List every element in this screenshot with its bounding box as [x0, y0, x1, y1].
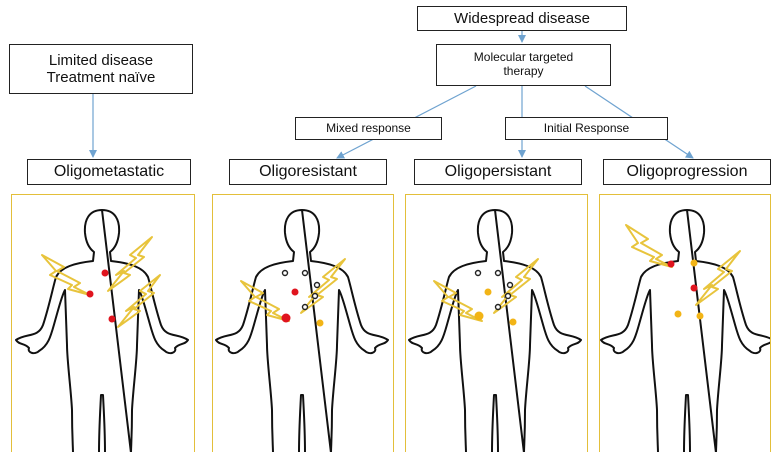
mixed-response-label: Mixed response — [326, 122, 411, 136]
human-body-outline-icon — [409, 210, 581, 452]
molecular-targeted-label: Molecular targeted — [474, 50, 573, 64]
category-oligopersistant: Oligopersistant — [414, 159, 582, 185]
lesion-dot-icon — [475, 271, 517, 326]
treatment-naive-label: Treatment naïve — [47, 69, 156, 86]
human-body-outline-icon — [16, 210, 188, 452]
lesion-dot-icon — [87, 270, 116, 323]
panel-oligometastatic — [11, 194, 195, 452]
initial-response-box: Initial Response — [505, 117, 668, 140]
human-body-outline-icon — [601, 210, 771, 452]
category-oligoresistant: Oligoresistant — [229, 159, 387, 185]
category-oligoprogression: Oligoprogression — [603, 159, 771, 185]
human-body-outline-icon — [216, 210, 388, 452]
widespread-disease-label: Widespread disease — [454, 10, 590, 27]
therapy-label: therapy — [503, 64, 543, 78]
category-label: Oligoresistant — [259, 163, 357, 181]
category-oligometastatic: Oligometastatic — [27, 159, 191, 185]
panel-oligoprogression — [599, 194, 771, 452]
lesion-dot-icon — [282, 271, 324, 327]
limited-disease-label: Limited disease — [49, 52, 153, 69]
widespread-disease-box: Widespread disease — [417, 6, 627, 31]
mixed-response-box: Mixed response — [295, 117, 442, 140]
initial-response-label: Initial Response — [544, 122, 629, 136]
category-label: Oligometastatic — [54, 163, 164, 181]
category-label: Oligoprogression — [627, 163, 748, 181]
molecular-targeted-therapy-box: Molecular targeted therapy — [436, 44, 611, 86]
limited-disease-box: Limited disease Treatment naïve — [9, 44, 193, 94]
panel-oligopersistant — [405, 194, 588, 452]
category-label: Oligopersistant — [445, 163, 552, 181]
panel-oligoresistant — [212, 194, 394, 452]
lightning-bolt-icon — [42, 237, 160, 327]
